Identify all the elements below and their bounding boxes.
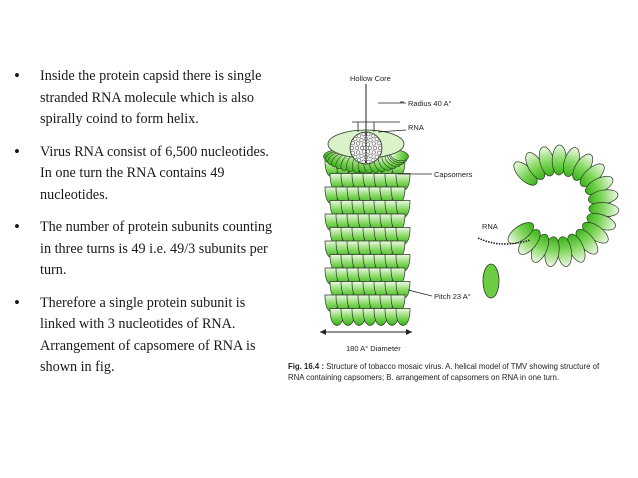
- figure-caption: Fig. 16.4 : Structure of tobacco mosaic …: [288, 361, 608, 383]
- bullet-text: Inside the protein capsid there is singl…: [40, 68, 262, 127]
- bullet-item: • Therefore a single protein subunit is l…: [12, 293, 274, 379]
- pitch-leader: [407, 289, 433, 297]
- rna-bead: [366, 132, 371, 137]
- rna-bead: [361, 149, 367, 154]
- rna-bead: [353, 136, 358, 142]
- rna-bead: [350, 141, 355, 146]
- label-capsomers: Capsomers: [434, 170, 473, 179]
- rna-bead: [353, 154, 358, 160]
- label-hollow-core: Hollow Core: [350, 74, 391, 83]
- caption-lead: Fig. 16.4 :: [288, 361, 324, 371]
- rna-bead: [361, 159, 366, 164]
- rna-bead: [350, 150, 355, 155]
- tmv-figure: Hollow Core Radius 40 A° RNA Capsomers P…: [286, 68, 632, 408]
- rna-bead: [370, 133, 376, 138]
- rna-bead: [361, 132, 366, 137]
- label-diameter: 180 A° Diameter: [346, 344, 401, 353]
- rna-bead: [368, 138, 373, 143]
- bullet-text: The number of protein subunits counting …: [40, 219, 273, 278]
- rna-bead: [377, 150, 382, 155]
- bullet-item: • Virus RNA consist of 6,500 nucleotides.…: [12, 142, 274, 207]
- rna-bead: [372, 145, 378, 151]
- rna-bead: [359, 145, 365, 151]
- rna-bead: [361, 142, 367, 147]
- capsomer-unit: [507, 222, 534, 244]
- bullet-item: • The number of protein subunits counting…: [12, 217, 274, 282]
- rna-beads: [349, 132, 383, 164]
- rna-bead: [366, 159, 371, 164]
- bullet-text: Therefore a single protein subunit is li…: [40, 294, 256, 376]
- rna-bead: [356, 150, 361, 155]
- bullet-list: • Inside the protein capsid there is sing…: [12, 66, 274, 390]
- rna-bead: [367, 145, 373, 151]
- capsomer-turn: [507, 144, 620, 267]
- rna-bead: [365, 142, 371, 147]
- rna-bead: [359, 153, 364, 158]
- helical-rod: [323, 150, 411, 326]
- label-pitch: Pitch 23 A°: [434, 292, 471, 301]
- label-radius: Radius 40 A°: [408, 99, 451, 108]
- bullet-dot: •: [14, 141, 20, 161]
- label-rna-right: RNA: [482, 222, 498, 231]
- rna-bead: [377, 145, 383, 151]
- rna-bead: [365, 149, 371, 154]
- tmv-diagram: Hollow Core Radius 40 A° RNA Capsomers P…: [320, 74, 620, 353]
- rna-bead: [359, 138, 364, 143]
- single-capsomer: [482, 263, 500, 299]
- rna-leader: [377, 129, 407, 133]
- rna-bead: [354, 145, 360, 151]
- rna-bead: [349, 145, 355, 151]
- rna-bead: [371, 150, 376, 155]
- rna-bead: [374, 136, 379, 142]
- rna-bead: [356, 158, 362, 163]
- rna-bead: [371, 141, 376, 146]
- caption-text: Structure of tobacco mosaic virus. A. he…: [288, 361, 600, 382]
- rna-bead: [356, 141, 361, 146]
- rna-bead: [377, 141, 382, 146]
- rna-bead: [370, 158, 376, 163]
- bullet-text: Virus RNA consist of 6,500 nucleotides. …: [40, 143, 269, 203]
- rna-bead: [374, 154, 379, 160]
- capsomer-scale: [395, 308, 411, 326]
- rna-bead: [356, 133, 362, 138]
- rna-bead: [368, 153, 373, 158]
- bullet-item: • Inside the protein capsid there is sing…: [12, 66, 274, 131]
- bullet-dot: •: [14, 66, 20, 85]
- label-rna-top: RNA: [408, 123, 424, 132]
- bullet-dot: •: [14, 217, 20, 236]
- bullet-dot: •: [14, 292, 20, 312]
